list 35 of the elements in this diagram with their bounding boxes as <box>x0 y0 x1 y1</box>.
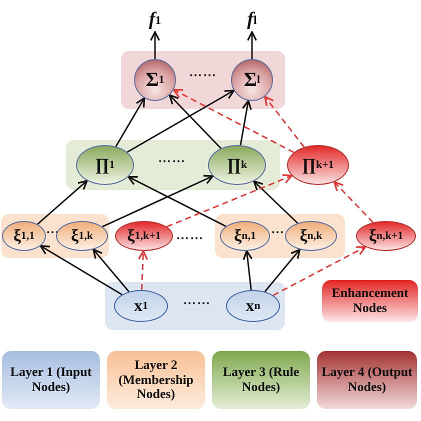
arrow <box>92 248 130 292</box>
arrow <box>40 245 122 296</box>
dashed-arrow <box>172 88 294 154</box>
layer-panel <box>121 51 285 109</box>
arrow <box>246 31 258 59</box>
dashed-arrow <box>166 174 293 228</box>
arrow <box>115 97 146 147</box>
ellipsis-text: …… <box>158 150 186 166</box>
legend-box: Layer 3 (Rule Nodes) <box>212 351 310 409</box>
layer-panel <box>105 282 285 330</box>
layer-panel <box>215 214 345 258</box>
arrow <box>37 180 88 225</box>
arrow <box>128 176 226 227</box>
arrow <box>168 94 222 149</box>
arrow <box>242 250 253 290</box>
arrow <box>102 174 214 228</box>
dashed-arrow <box>272 246 366 296</box>
ellipsis-text: …… <box>176 227 204 243</box>
dashed-arrow <box>264 96 305 148</box>
legend-box: Layer 1 (Input Nodes) <box>2 351 100 409</box>
legend-box: Enhancement Nodes <box>322 280 418 322</box>
ellipsis-text: …… <box>183 292 211 308</box>
arrow <box>264 248 301 292</box>
legend-box: Layer 2 (Membership Nodes) <box>107 351 205 409</box>
arrow <box>126 90 235 153</box>
layer-panel <box>66 140 280 190</box>
dashed-arrow <box>138 250 148 290</box>
arrow <box>253 180 298 224</box>
arrow <box>150 31 160 59</box>
dashed-arrow <box>333 181 374 223</box>
ellipsis-text: … <box>271 221 285 237</box>
ellipsis-text: …… <box>189 64 217 80</box>
legend-box: Layer 4 (Output Nodes) <box>317 351 417 409</box>
arrow <box>240 100 252 146</box>
layer-panel <box>1 214 109 258</box>
